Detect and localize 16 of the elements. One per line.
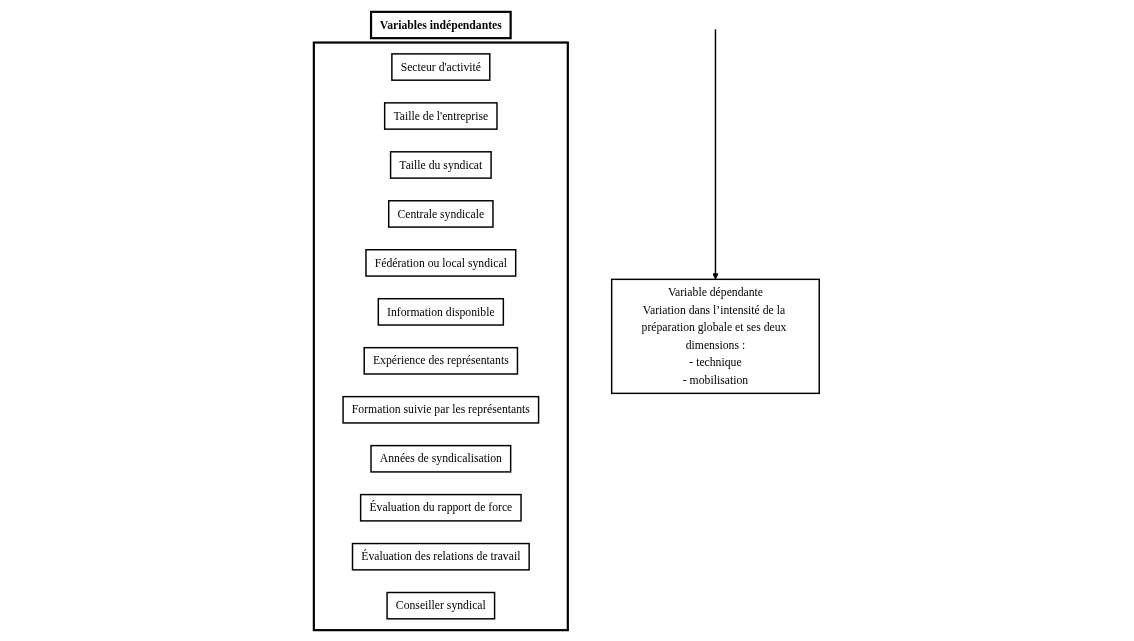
node-box: Conseiller syndical — [386, 591, 496, 620]
node-box: Secteur d'activité — [391, 52, 491, 81]
cluster — [313, 40, 570, 631]
node-box: Variables indépendantes — [370, 10, 513, 39]
node-box: Centrale syndicale — [388, 199, 495, 228]
node-box: Années de syndicalisation — [370, 444, 512, 473]
node-box: Fédération ou local syndical — [365, 248, 517, 277]
node-box: Information disponible — [378, 297, 505, 326]
node-box: Expérience des représentants — [363, 346, 519, 375]
arrow — [712, 28, 720, 280]
node-box: Taille de l'entreprise — [384, 101, 499, 130]
node-box: Taille du syndicat — [390, 150, 493, 179]
node-box: Évaluation des relations de travail — [352, 542, 531, 571]
node-box: Variable dépendante Variation dans l’intensité de la préparation globale et ses deux dimensions : - technique - mobilisation — [611, 278, 821, 394]
node-box: Évaluation du rapport de force — [360, 493, 523, 522]
node-box: Formation suivie par les représentants — [342, 395, 540, 424]
